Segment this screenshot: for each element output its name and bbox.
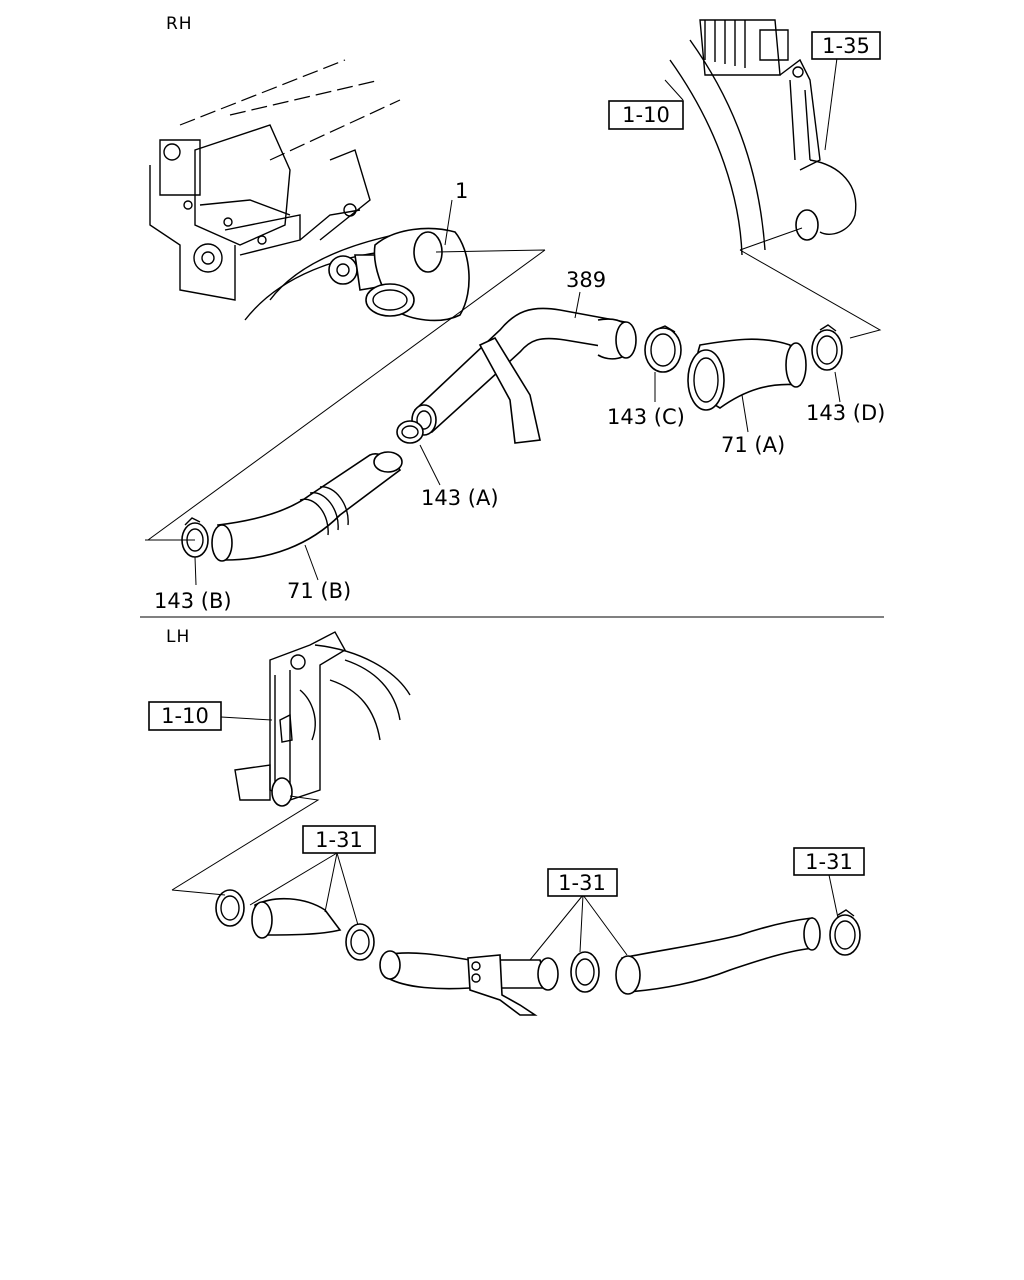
clamp-143d: [811, 324, 843, 371]
section-label-lh: LH: [166, 627, 190, 647]
clamp-143a: [396, 420, 424, 444]
ref-rh-1-10: 1-10: [622, 103, 670, 127]
ref-lh-1-31-c: 1-31: [805, 850, 853, 874]
label-clamp-143a: 143 (A): [421, 486, 499, 510]
ref-lh-1-31-b: 1-31: [558, 871, 606, 895]
label-part-389: 389: [566, 268, 606, 292]
ref-lh-1-10: 1-10: [161, 704, 209, 728]
ref-box-lh-1-31-b: [547, 868, 618, 897]
label-clamp-143c: 143 (C): [607, 405, 685, 429]
ref-box-lh-1-31-c: [793, 847, 865, 876]
hose-71a: [687, 338, 807, 411]
label-hose-71a: 71 (A): [721, 433, 785, 457]
intercooler-rh: [669, 19, 857, 256]
label-clamp-143d: 143 (D): [806, 401, 885, 425]
lh-hose-assembly: [215, 889, 861, 1016]
pipe-389: [411, 307, 637, 444]
hose-71b: [211, 451, 403, 562]
label-hose-71b: 71 (B): [287, 579, 351, 603]
label-part-1: 1: [455, 179, 468, 203]
engine-block-rh: [149, 59, 421, 321]
intercooler-lh: [234, 631, 411, 807]
ref-rh-1-35: 1-35: [822, 34, 870, 58]
lh-routing-lines: [171, 716, 839, 961]
label-clamp-143b: 143 (B): [154, 589, 232, 613]
part-1-elbow: [328, 227, 470, 322]
ref-box-rh-1-10: [608, 100, 684, 130]
section-label-rh: RH: [166, 14, 193, 34]
clamp-143c: [644, 325, 682, 373]
clamp-143b: [181, 517, 209, 558]
ref-box-lh-1-31-a: [302, 825, 376, 854]
ref-box-rh-1-35: [811, 31, 881, 60]
ref-lh-1-31-a: 1-31: [315, 828, 363, 852]
ref-box-lh-1-10: [148, 701, 222, 731]
rh-routing-lines: [145, 57, 882, 586]
